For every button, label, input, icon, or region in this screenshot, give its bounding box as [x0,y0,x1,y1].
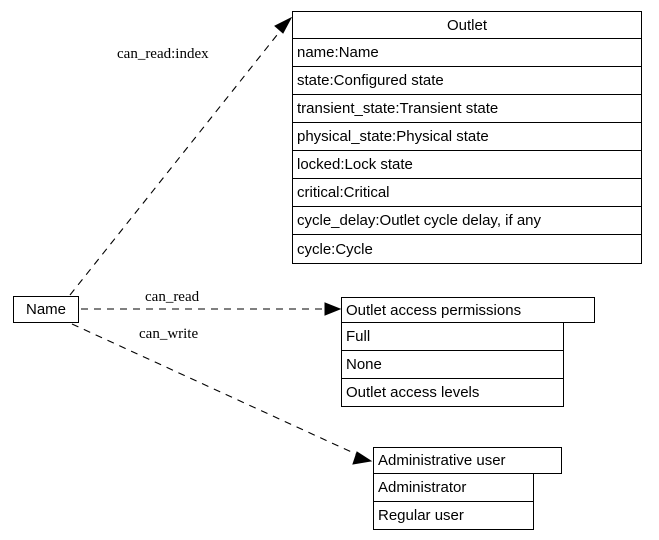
edge-label-can-read: can_read [145,289,200,305]
class-row-outlet-cycle-delay: cycle_delay:Outlet cycle delay, if any [292,206,642,235]
class-row-outlet-state: state:Configured state [292,66,642,95]
class-row-permissions-access-levels: Outlet access levels [341,378,564,407]
class-header-outlet-access-permissions: Outlet access permissions [341,297,595,323]
class-row-admin-regular-user: Regular user [373,501,534,530]
edge-label-can-write: can_write [139,326,199,342]
edge-can-write [71,323,373,465]
class-row-outlet-critical: critical:Critical [292,178,642,207]
node-name[interactable]: Name [13,296,79,323]
class-row-outlet-cycle: cycle:Cycle [292,234,642,264]
edge-can-read [81,302,342,316]
class-row-outlet-locked: locked:Lock state [292,150,642,179]
class-header-administrative-user: Administrative user [373,447,562,474]
class-row-admin-administrator: Administrator [373,473,534,502]
class-row-permissions-full: Full [341,322,564,351]
class-row-outlet-name: name:Name [292,38,642,67]
edge-label-can-read-index: can_read:index [117,46,209,62]
class-row-outlet-physical-state: physical_state:Physical state [292,122,642,151]
class-header-outlet: Outlet [292,11,642,39]
class-row-permissions-none: None [341,350,564,379]
class-row-outlet-transient-state: transient_state:Transient state [292,94,642,123]
